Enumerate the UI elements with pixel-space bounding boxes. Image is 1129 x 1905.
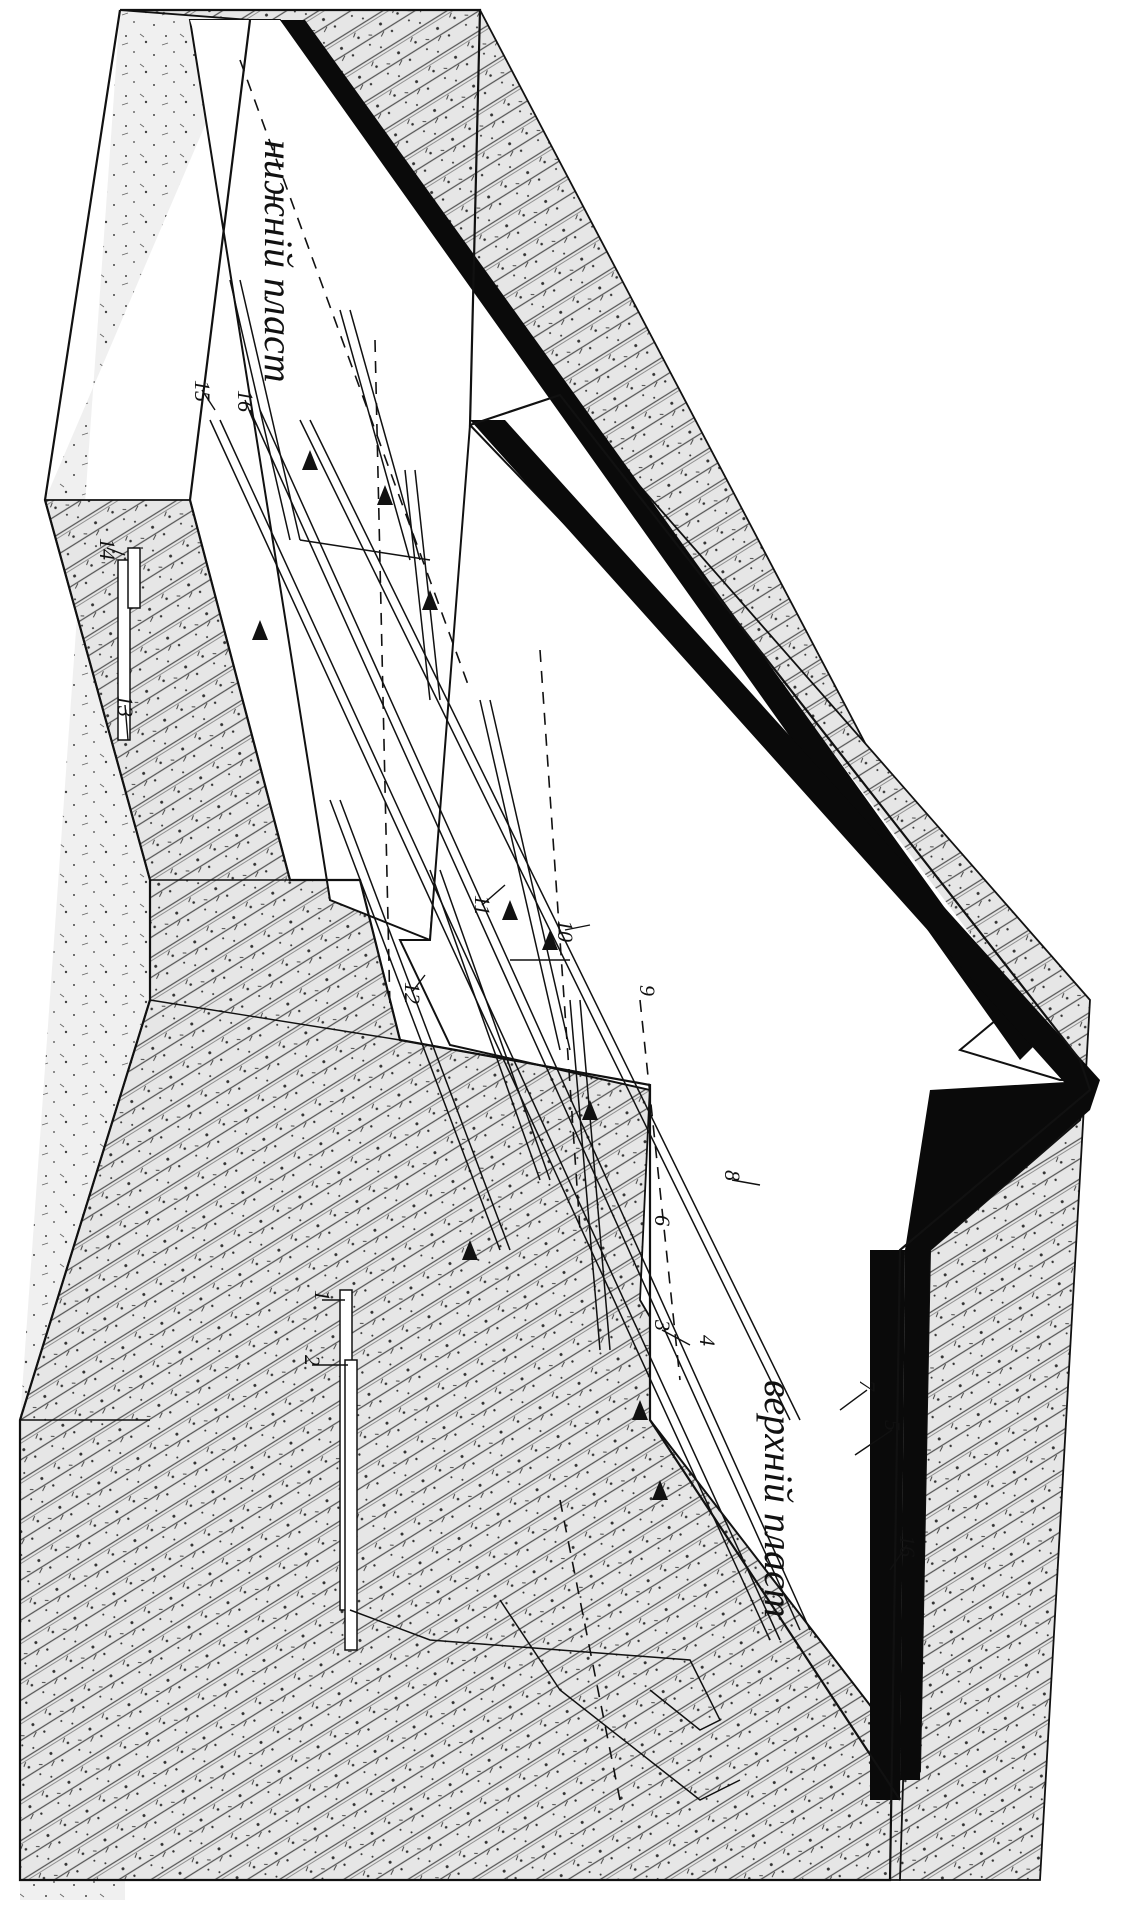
shaft-13: [117, 559, 131, 741]
block-outline: [18, 8, 1092, 1882]
coal-seam-lower: [280, 20, 1040, 1060]
callout-6: 6: [650, 1215, 675, 1226]
incline-4: [499, 1599, 741, 1801]
callout-2: 2: [300, 1355, 325, 1366]
label-upper-seam: верхній пласт: [756, 1380, 801, 1618]
callout-16b: 16: [895, 1535, 920, 1557]
dashed-line-lower-2: [374, 339, 391, 1011]
shaft-14: [127, 547, 141, 609]
leader-lines: [106, 389, 908, 1571]
surface-edge-inner: [188, 19, 901, 1801]
dashed-line-lower-1: [239, 59, 471, 691]
callout-4: 4: [695, 1335, 720, 1346]
coal-seam-upper: [470, 420, 1100, 1100]
main-roadways: [209, 409, 811, 1641]
label-lower-seam: нижній пласт: [256, 140, 301, 383]
callout-12: 12: [400, 982, 425, 1004]
coal-seam-front: [900, 1080, 1100, 1780]
dashed-line-upper-1: [539, 649, 581, 1231]
callout-7: 7: [855, 1380, 880, 1392]
callout-8: 8: [720, 1170, 745, 1181]
panel-middle: [329, 699, 611, 1351]
airflow-arrows: [252, 450, 668, 1500]
shaft-2: [344, 1359, 358, 1651]
section-line-2: [149, 999, 401, 1041]
callout-5: 5: [880, 1420, 905, 1431]
dashed-line-upper-2: [559, 1499, 621, 1801]
callout-10: 10: [553, 920, 578, 942]
callout-3: 3: [650, 1319, 675, 1331]
coal-seam-bottom: [870, 1250, 905, 1800]
incline-3: [349, 1609, 722, 1731]
callout-9: 9: [635, 985, 660, 996]
callout-14: 14: [95, 538, 120, 560]
surface-strip: [20, 10, 250, 1900]
dashed-line-upper-3: [639, 999, 681, 1381]
panel-upper: [229, 279, 441, 701]
callout-1: 1: [310, 1290, 335, 1301]
